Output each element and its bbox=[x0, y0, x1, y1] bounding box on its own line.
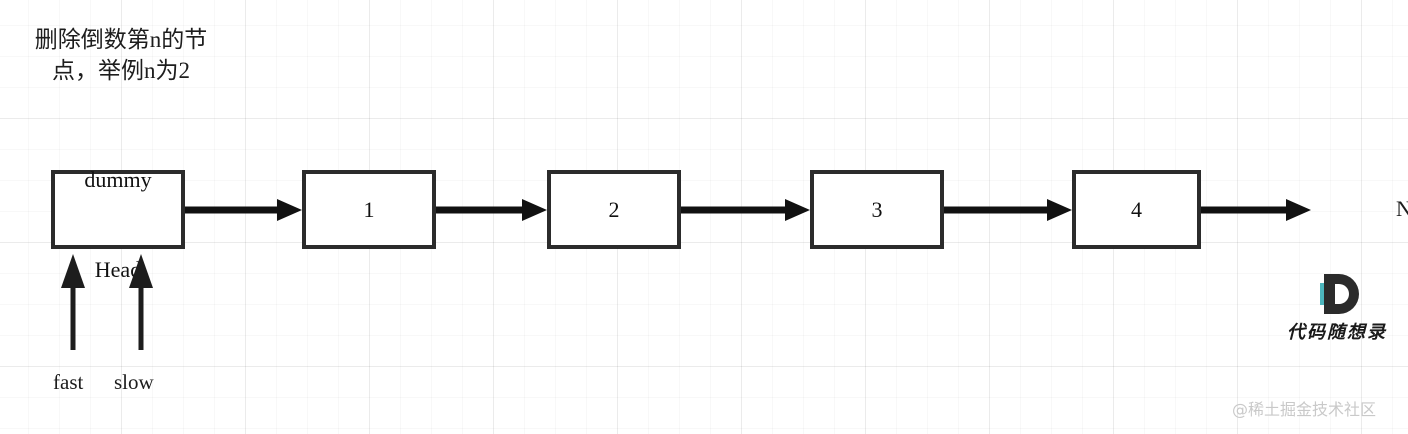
page-title: 删除倒数第n的节点，举例n为2 bbox=[12, 24, 230, 86]
link-2-to-3 bbox=[681, 197, 810, 223]
terminal-null-label: NULL bbox=[1396, 196, 1408, 221]
node-dummy-head-label-line1: dummy dummy Head bbox=[84, 75, 151, 345]
link-4-to-null bbox=[1201, 197, 1311, 223]
site-watermark: @稀土掘金技术社区 bbox=[1232, 400, 1377, 419]
link-3-to-4 bbox=[944, 197, 1072, 223]
node-3: 3 bbox=[810, 170, 944, 249]
brand-name: 代码随想录 bbox=[1287, 322, 1387, 343]
node-4: 4 bbox=[1072, 170, 1201, 249]
node-2-label: 2 bbox=[608, 196, 620, 222]
brand-logo-d-icon bbox=[1313, 272, 1361, 316]
node-3-label: 3 bbox=[871, 196, 883, 222]
node-dummy-head: dummy dummy Head bbox=[51, 167, 185, 282]
node-dummy-head-text-bottom: Head bbox=[94, 256, 142, 282]
node-4-label: 4 bbox=[1131, 196, 1142, 222]
link-1-to-2 bbox=[436, 197, 547, 223]
node-1-label: 1 bbox=[363, 196, 375, 222]
node-dummy-head-text-top: dummy bbox=[84, 166, 152, 192]
pointer-arrow-fast bbox=[60, 254, 86, 352]
pointer-label-fast: fast bbox=[53, 370, 84, 394]
pointer-label-slow: slow bbox=[114, 370, 154, 394]
link-dummy-to-1 bbox=[185, 197, 302, 223]
page-title-line1: 删除倒数第n的节 bbox=[34, 27, 208, 52]
node-2: 2 bbox=[547, 170, 681, 249]
node-1: 1 bbox=[302, 170, 436, 249]
page-title-line2: 点，举例n为2 bbox=[52, 58, 190, 83]
brand-watermark: 代码随想录 bbox=[1266, 272, 1408, 344]
